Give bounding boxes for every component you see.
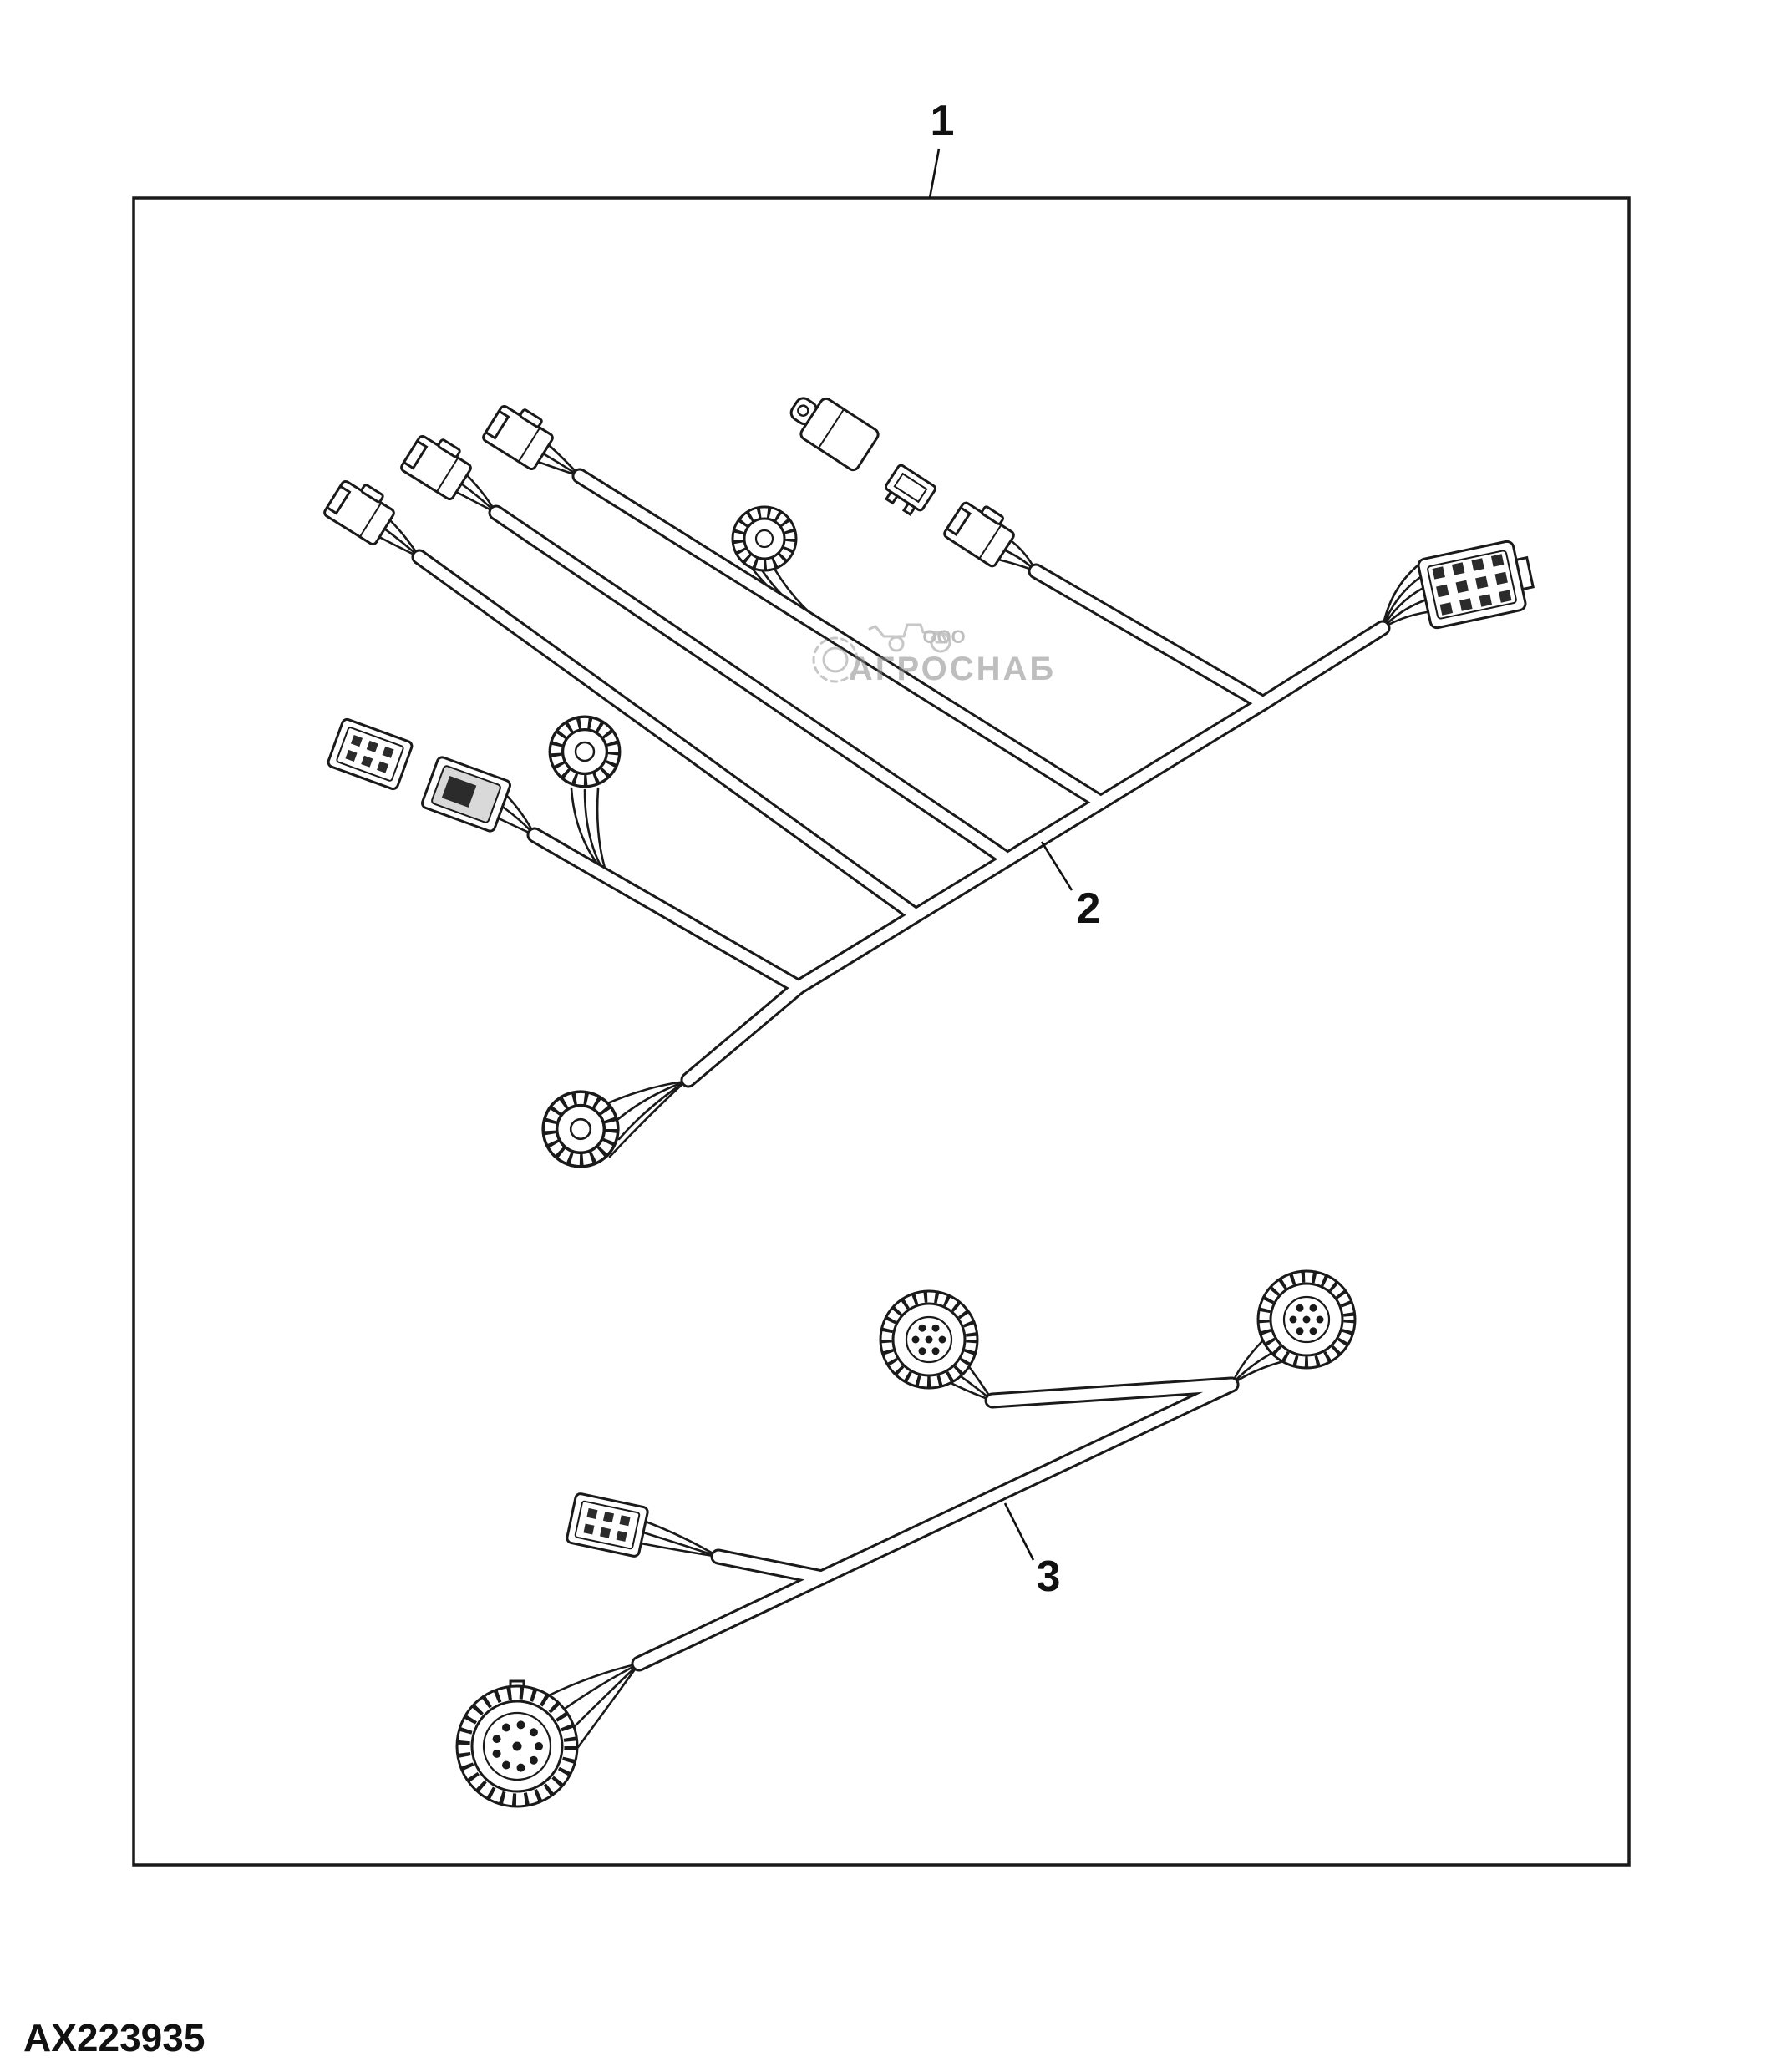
callout-2-leader [1040,841,1073,891]
grid-connector-b [419,754,513,834]
relay-plug [941,494,1021,570]
pigtail-plug-3 [480,397,560,472]
part-code-label: AX223935 [23,2016,205,2059]
callout-3-leader [1003,1502,1035,1561]
pigtail-plug-2 [398,427,478,502]
blade-fuse [878,463,938,520]
callout-2-label: 2 [1077,884,1101,933]
callout-1-leader [928,148,941,199]
callout-3-label: 3 [1037,1553,1061,1601]
multipin-connector [1416,536,1539,631]
grid-connector-a [325,717,415,792]
callout-2: 2 [1040,841,1101,933]
upper-harness [322,384,1539,1167]
lower-plug [565,1492,650,1558]
callout-3: 3 [1003,1502,1061,1601]
lower-round-connector-left [880,1291,977,1388]
watermark-text-ooo: ООО [922,626,965,647]
watermark-gear-icon [812,636,859,683]
callout-1-label: 1 [931,97,955,145]
round-connector-1 [733,507,796,570]
round-connector-end [543,1092,618,1167]
watermark-tractor-icon [868,623,951,653]
frame-border [132,196,1631,1867]
callout-1: 1 [928,97,955,199]
lower-round-connector-right [1258,1271,1355,1368]
watermark-text-agrosnab: АГРОСНАБ [849,651,1056,687]
main-round-connector [457,1681,577,1806]
round-connector-2 [550,717,620,787]
harness-cables-core [414,470,1388,1669]
watermark: ООО АГРОСНАБ [812,623,1056,687]
relay-bracket [780,384,882,474]
pigtail-plug-1 [322,472,401,547]
